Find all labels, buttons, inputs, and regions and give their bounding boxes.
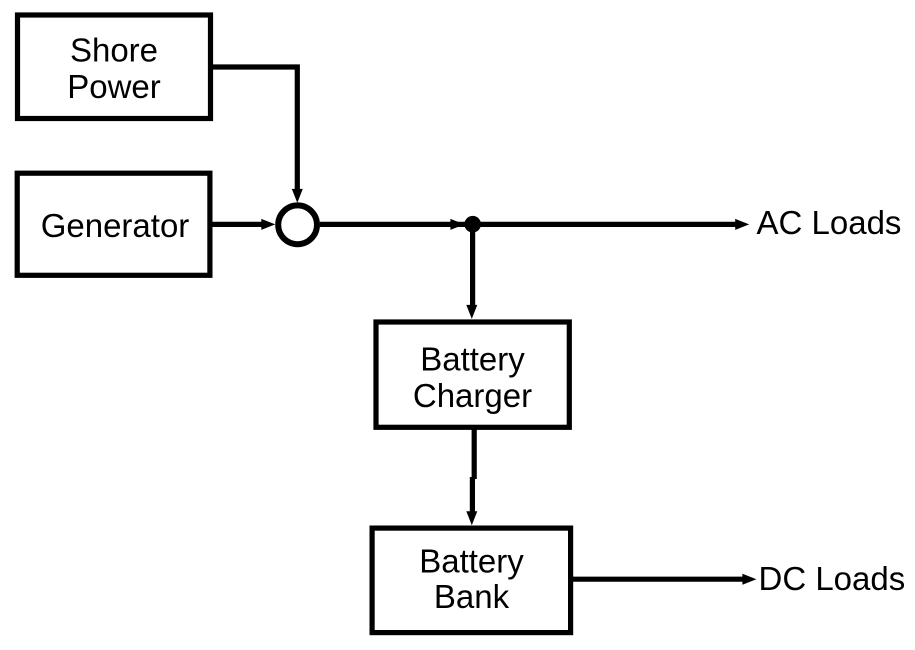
svg-text:Bank: Bank xyxy=(434,578,510,615)
svg-text:Shore: Shore xyxy=(70,31,158,68)
svg-text:AC Loads: AC Loads xyxy=(757,204,902,241)
svg-text:Generator: Generator xyxy=(41,207,190,244)
svg-text:DC Loads: DC Loads xyxy=(759,560,906,597)
svg-text:Battery: Battery xyxy=(420,341,525,378)
svg-text:Battery: Battery xyxy=(419,543,524,580)
svg-text:Charger: Charger xyxy=(413,377,532,414)
svg-text:Power: Power xyxy=(67,68,161,105)
